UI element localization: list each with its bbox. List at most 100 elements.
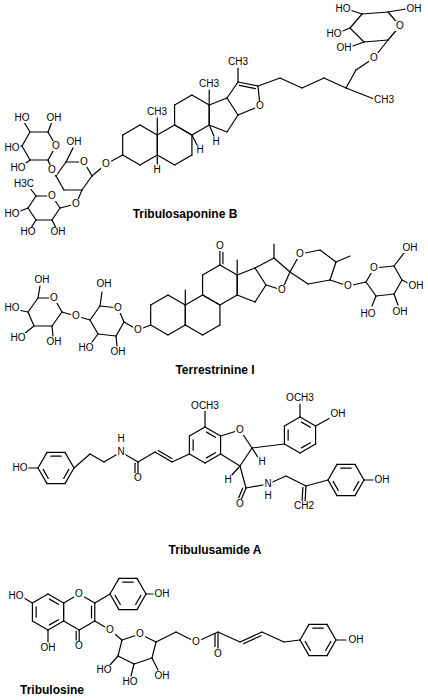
bond-line: [116, 336, 117, 346]
bond-line: [209, 105, 210, 125]
bond-line: [305, 486, 306, 502]
atom-label: O: [133, 325, 143, 335]
bond-line: [110, 656, 118, 665]
bond-line: [320, 250, 336, 262]
bond-line: [355, 464, 364, 480]
bond-line: [193, 440, 194, 450]
bond-line: [328, 480, 337, 496]
bond-line: [203, 295, 220, 305]
bond-line: [82, 176, 92, 190]
atom-label: O: [79, 157, 89, 167]
bond-line: [48, 594, 64, 603]
atom-label: H: [152, 165, 161, 175]
bond-line: [301, 443, 310, 448]
bond-line: [308, 280, 330, 284]
bond-line: [205, 454, 221, 463]
atom-label: HO: [326, 29, 343, 39]
bond-line: [394, 253, 404, 266]
atom-label: OH: [392, 307, 409, 317]
bond-line: [22, 132, 30, 146]
atom-label: O: [135, 629, 145, 639]
atom-label: OCH3: [190, 401, 220, 411]
atom-label: OH: [408, 281, 425, 291]
bond-line: [151, 325, 168, 335]
bond-line: [32, 621, 48, 630]
bond-line: [172, 454, 189, 462]
bond-line: [306, 480, 328, 486]
bond-line: [284, 444, 300, 453]
bond-line: [65, 468, 74, 484]
bond-line: [47, 630, 48, 642]
bond-line: [36, 607, 37, 617]
bond-line: [47, 452, 65, 453]
bond-line: [185, 325, 202, 335]
bond-line: [119, 578, 137, 579]
bond-line: [157, 135, 158, 155]
atom-label: O: [191, 637, 201, 647]
bond-line: [64, 189, 82, 190]
bond-line: [65, 452, 74, 468]
bond-line: [328, 464, 337, 480]
bond-line: [237, 295, 255, 302]
bond-line: [140, 125, 157, 135]
bond-line: [388, 9, 406, 12]
atom-label: CH3: [227, 57, 249, 67]
atom-label: OH: [66, 137, 83, 147]
bond-line: [284, 640, 300, 642]
bond-line: [137, 578, 146, 594]
bond-line: [122, 135, 123, 155]
atom-label: CH3: [146, 107, 168, 117]
bond-line: [237, 275, 238, 295]
bond-line: [227, 98, 238, 115]
bond-line: [36, 219, 52, 220]
bond-line: [90, 454, 104, 462]
compound-name: Tribulusamide A: [167, 543, 264, 557]
bond-line: [237, 275, 238, 295]
bond-line: [336, 639, 346, 640]
atom-label: H: [257, 457, 266, 467]
bond-line: [74, 454, 90, 468]
atom-label: HO: [10, 333, 27, 343]
bond-line: [175, 125, 192, 135]
bond-line: [150, 305, 151, 325]
bond-line: [220, 436, 221, 454]
bond-line: [134, 658, 152, 664]
bond-line: [364, 479, 374, 480]
atom-label: OH: [154, 589, 171, 599]
bond-line: [209, 98, 227, 105]
bond-line: [175, 125, 192, 135]
atom-label: O: [74, 641, 84, 651]
atom-label: HO: [96, 665, 113, 675]
atom-label: H: [263, 491, 272, 501]
bond-line: [157, 155, 174, 165]
bond-line: [189, 436, 190, 454]
atom-label: N: [263, 479, 272, 489]
bond-line: [366, 282, 376, 296]
atom-label: HO: [360, 309, 377, 319]
bond-line: [189, 427, 205, 436]
bond-line: [34, 325, 52, 326]
bond-line: [302, 78, 324, 88]
bond-line: [300, 640, 309, 656]
atom-label: O: [47, 191, 57, 201]
bond-line: [300, 417, 316, 426]
bond-line: [123, 582, 133, 583]
bond-line: [237, 68, 238, 82]
bond-line: [79, 621, 95, 630]
atom-label: OH: [406, 4, 423, 14]
bond-line: [258, 78, 280, 86]
bond-line: [100, 292, 102, 306]
bond-line: [209, 90, 210, 105]
bond-line: [28, 312, 34, 326]
bond-line: [28, 208, 36, 220]
bond-line: [185, 295, 202, 305]
bond-line: [137, 594, 146, 610]
bond-line: [302, 487, 304, 500]
atom-label: OH: [110, 347, 127, 357]
bond-line: [209, 125, 214, 136]
atom-label: H: [116, 434, 125, 444]
atom-label: OH: [40, 643, 57, 653]
atom-label: O: [295, 249, 305, 259]
bond-line: [22, 146, 30, 160]
atom-label: HO: [8, 591, 25, 601]
